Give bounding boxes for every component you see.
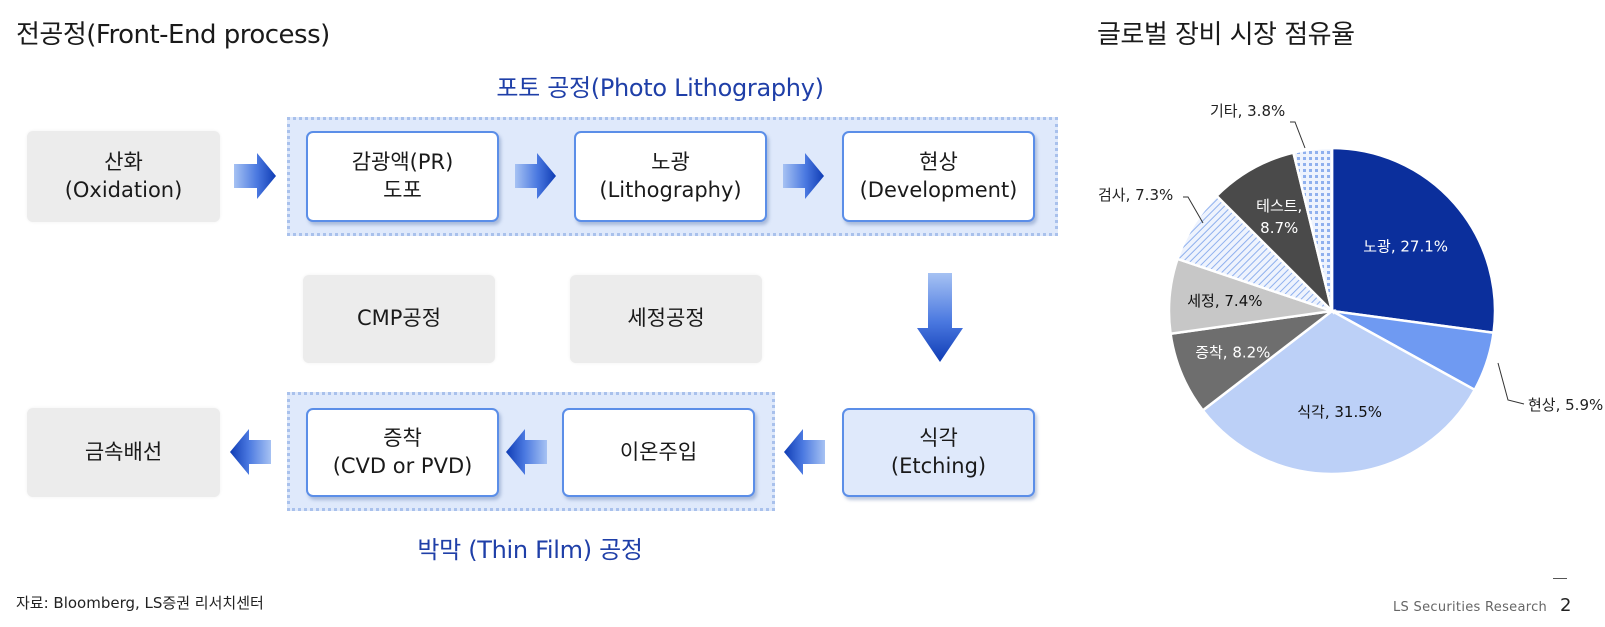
arrow-right-icon — [515, 153, 556, 199]
pie-label-기타: 기타, 3.8% — [1210, 102, 1285, 120]
pie-label-노광: 노광, 27.1% — [1363, 238, 1448, 256]
step-development-line1: 현상 — [919, 150, 958, 175]
pie-slice-테스트 — [1214, 151, 1335, 316]
market-share-pie-chart: 노광, 27.1% 현상, 5.9% 식각, 31.5% 증착, 8.2% 세정, 7.… — [1098, 102, 1603, 476]
thin-film-group-label: 박막 (Thin Film) 공정 — [417, 536, 643, 564]
step-metal-wiring-label: 금속배선 — [84, 439, 163, 464]
step-cmp-label: CMP공정 — [356, 306, 442, 331]
step-ion-implant-label: 이온주입 — [619, 439, 698, 464]
pie-label-테스트: 테스트,8.7% — [1256, 197, 1302, 237]
pie-leader-현상 — [1497, 362, 1525, 405]
step-oxidation-line1: 산화 — [104, 150, 143, 175]
step-development: 현상 (Development) — [842, 131, 1035, 222]
pie-slice-기타 — [1291, 146, 1334, 312]
flow-arrows — [230, 153, 963, 475]
step-oxidation-line2: (Oxidation) — [64, 177, 183, 202]
step-cleaning-label: 세정공정 — [627, 306, 705, 331]
step-oxidation: 산화 (Oxidation) — [27, 131, 220, 222]
step-cleaning: 세정공정 — [570, 275, 762, 363]
step-development-line2: (Development) — [859, 177, 1018, 202]
step-deposition: 증착 (CVD or PVD) — [306, 408, 499, 497]
pie-slice-식각 — [1201, 309, 1477, 476]
pie-slice-노광 — [1330, 146, 1497, 335]
arrow-left-icon — [506, 429, 547, 475]
pie-label-증착: 증착, 8.2% — [1195, 344, 1270, 362]
left-section-title: 전공정(Front-End process) — [16, 20, 330, 50]
step-etching-line2: (Etching) — [890, 453, 987, 478]
arrow-left-icon — [784, 429, 825, 475]
pie-leader-검사 — [1183, 196, 1204, 224]
photo-group-label: 포토 공정(Photo Lithography) — [496, 74, 824, 102]
step-pr-coating-line2: 도포 — [383, 177, 422, 202]
footer-divider — [1553, 578, 1567, 579]
step-lithography-line1: 노광 — [651, 150, 690, 175]
arrow-right-icon — [234, 153, 276, 199]
brand-footer: LS Securities Research — [1393, 600, 1548, 615]
arrow-right-icon — [783, 153, 824, 199]
pie-label-세정: 세정, 7.4% — [1187, 292, 1262, 310]
step-lithography-line2: (Lithography) — [599, 177, 742, 202]
step-pr-coating-line1: 감광액(PR) — [351, 150, 454, 175]
step-pr-coating: 감광액(PR) 도포 — [306, 131, 499, 222]
page-number: 2 — [1560, 595, 1572, 616]
step-etching-line1: 식각 — [919, 426, 958, 451]
step-etching: 식각 (Etching) — [842, 408, 1035, 497]
step-lithography: 노광 (Lithography) — [574, 131, 767, 222]
right-section-title: 글로벌 장비 시장 점유율 — [1097, 20, 1355, 50]
step-ion-implant: 이온주입 — [562, 408, 755, 497]
step-deposition-line2: (CVD or PVD) — [332, 453, 473, 478]
pie-label-검사: 검사, 7.3% — [1098, 186, 1173, 204]
pie-leader-기타 — [1290, 121, 1306, 149]
arrow-left-icon — [230, 429, 271, 475]
arrow-down-icon — [917, 273, 963, 362]
pie-label-현상: 현상, 5.9% — [1528, 396, 1603, 414]
step-metal-wiring: 금속배선 — [27, 408, 220, 497]
step-cmp: CMP공정 — [303, 275, 495, 363]
step-deposition-line1: 증착 — [383, 426, 422, 451]
source-note: 자료: Bloomberg, LS증권 리서치센터 — [16, 594, 264, 612]
pie-label-식각: 식각, 31.5% — [1297, 403, 1382, 421]
